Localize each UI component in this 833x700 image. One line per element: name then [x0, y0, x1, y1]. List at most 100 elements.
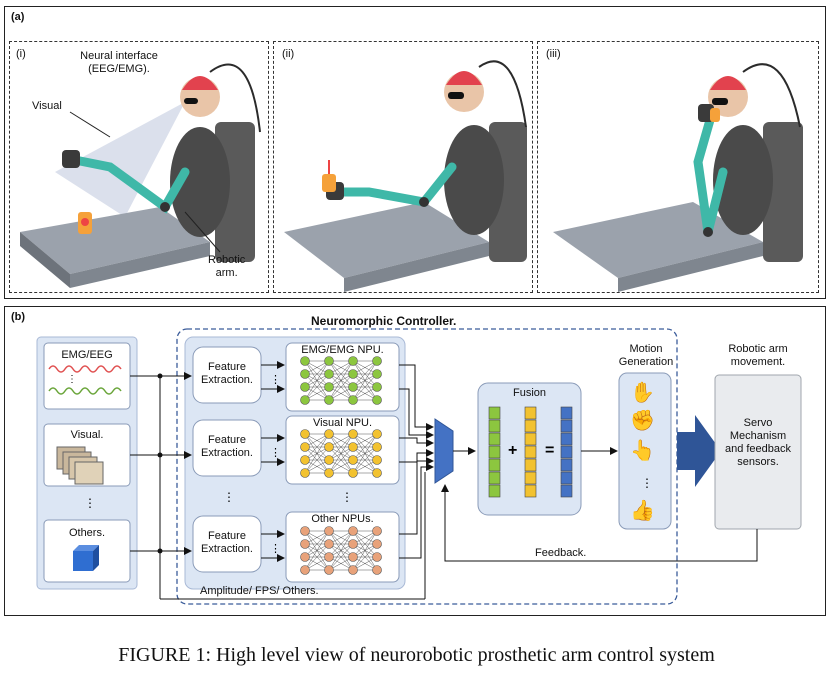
visual-input-label: Visual. — [70, 429, 104, 441]
svg-text:=: = — [545, 442, 554, 459]
robotic-label: Robotic — [208, 254, 246, 266]
net-node — [372, 429, 382, 439]
npu-box-others — [285, 511, 400, 583]
motion-generation-label: Motion Generation — [601, 343, 691, 369]
net-edge — [352, 360, 378, 401]
net-node — [348, 565, 358, 575]
net-edge — [328, 360, 354, 401]
scene-ii-label: (ii) — [282, 48, 295, 60]
multiplexer — [434, 418, 454, 484]
net-edge — [328, 360, 354, 388]
fusion-vector-cell — [560, 458, 573, 472]
fusion-vector-cell — [524, 471, 537, 485]
net-node — [324, 369, 334, 379]
net-node — [372, 356, 382, 366]
fusion-vector-cell — [524, 458, 537, 472]
neural-net-emg — [300, 356, 382, 405]
net-edge — [352, 433, 378, 461]
net-node — [300, 382, 310, 392]
svg-text:⋮: ⋮ — [341, 490, 353, 504]
net-edge — [328, 433, 354, 461]
net-edge — [352, 360, 378, 388]
feature-extraction-line-2: Extraction. — [201, 543, 253, 555]
svg-text:⋮: ⋮ — [641, 476, 653, 490]
robotic-arm-label: Robotic arm. — [208, 254, 245, 280]
net-node — [300, 455, 310, 465]
net-node — [324, 429, 334, 439]
net-edge — [352, 530, 378, 571]
feature-extraction-line-1: Feature — [208, 361, 246, 373]
net-edge — [352, 543, 378, 571]
net-node — [372, 552, 382, 562]
net-edge — [304, 446, 330, 474]
fist-icon: ✊ — [630, 409, 655, 432]
net-edge — [304, 530, 330, 558]
net-node — [348, 468, 358, 478]
net-node — [300, 526, 310, 536]
net-edge — [304, 360, 330, 401]
servo-line-3: and feedback — [724, 443, 792, 455]
npu-label-others: Other NPUs. — [311, 513, 374, 525]
net-node — [324, 382, 334, 392]
net-edge — [304, 433, 330, 461]
controller-boundary — [176, 328, 678, 605]
servo-box — [714, 374, 802, 530]
feature-extraction-line-1: Feature — [208, 434, 246, 446]
feature-extraction-line-2: Extraction. — [201, 447, 253, 459]
hand-open-icon: ✋ — [630, 380, 655, 404]
fusion-vector-cell — [560, 419, 573, 433]
feature-extraction-label-1: Feature Extraction. — [195, 361, 259, 387]
net-node — [300, 356, 310, 366]
net-edge — [328, 530, 354, 571]
net-edge — [328, 543, 354, 571]
net-node — [372, 539, 382, 549]
net-edge — [304, 360, 330, 388]
scene-i: (i) — [9, 41, 269, 293]
servo-label: Servo Mechanism and feedback sensors. — [717, 417, 799, 469]
pointing-icon: 👆 — [630, 438, 655, 462]
net-edge — [304, 530, 330, 571]
motion-generation-box — [618, 372, 672, 530]
npu-box-visual — [285, 415, 400, 485]
net-node — [300, 468, 310, 478]
fusion-vector-cell — [488, 471, 501, 485]
panel-a: (a) (i) — [4, 6, 826, 299]
net-node — [300, 552, 310, 562]
feature-extraction-label-3: Feature Extraction. — [195, 530, 259, 556]
robotic-movement-line-1: Robotic arm — [728, 343, 788, 355]
scene-iii-label: (iii) — [546, 48, 561, 60]
arm-label: arm. — [215, 267, 238, 279]
net-node — [372, 468, 382, 478]
feature-extraction-line-1: Feature — [208, 530, 246, 542]
feedback-label: Feedback. — [535, 547, 587, 559]
net-node — [348, 442, 358, 452]
scene-ii: (ii) — [273, 41, 533, 293]
fusion-label: Fusion — [512, 387, 547, 399]
net-node — [348, 455, 358, 465]
net-node — [300, 565, 310, 575]
net-edge — [352, 446, 378, 474]
scene-i-label: (i) — [16, 48, 26, 60]
net-node — [324, 395, 334, 405]
net-node — [372, 455, 382, 465]
net-edge — [328, 433, 354, 474]
panel-a-label: (a) — [11, 11, 25, 23]
net-node — [348, 356, 358, 366]
neural-net-visual — [300, 429, 382, 478]
figure-caption: FIGURE 1: High level view of neuroroboti… — [118, 644, 715, 666]
net-node — [372, 442, 382, 452]
net-node — [348, 429, 358, 439]
fusion-vector-cell — [524, 445, 537, 459]
neural-interface-title: Neural interface — [80, 50, 158, 62]
feature-extraction-box-3 — [192, 515, 262, 573]
net-node — [372, 526, 382, 536]
fusion-vector-cell — [560, 406, 573, 420]
visual-annotation: Visual — [32, 100, 62, 112]
neuromorphic-controller-title: Neuromorphic Controller. — [311, 314, 457, 328]
net-node — [300, 429, 310, 439]
scene-iii: (iii) — [537, 41, 819, 293]
fusion-vector-cell — [488, 484, 501, 498]
net-node — [324, 552, 334, 562]
net-node — [300, 442, 310, 452]
net-edge — [328, 373, 354, 401]
